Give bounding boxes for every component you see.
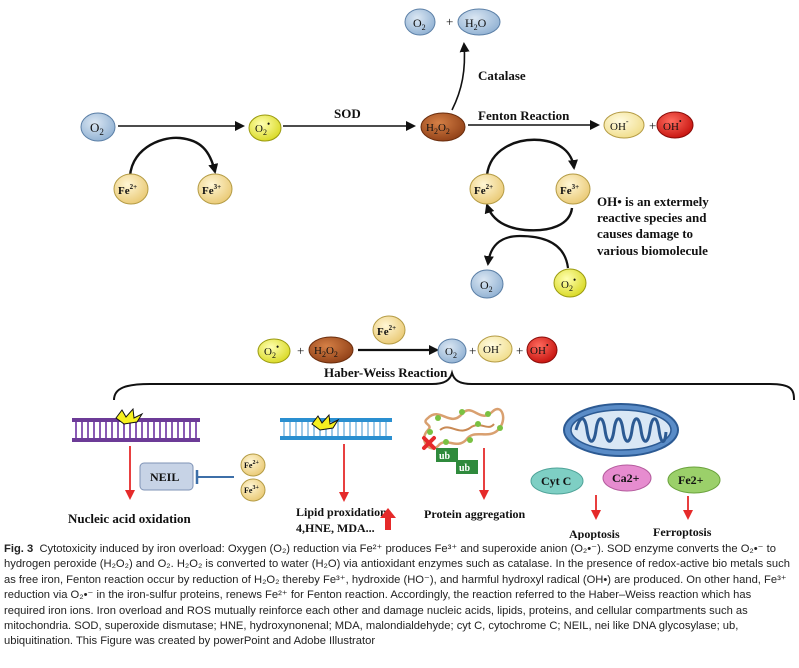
svg-text:Fe3+: Fe3+ [560,183,579,197]
svg-text:O2•: O2• [561,275,576,293]
plus-sign: + [469,343,476,358]
neil-fe3: Fe3+ [240,478,266,502]
superoxide-node-bottom: O2• [553,268,587,298]
haber-superoxide: O2• [257,338,291,364]
svg-text:Fe2+: Fe2+ [474,183,493,197]
svg-text:O2•: O2• [255,119,270,137]
svg-text:Ca2+: Ca2+ [612,471,640,485]
svg-text:OH-: OH- [483,340,502,356]
svg-text:Cyt C: Cyt C [541,474,571,488]
haber-h2o2: H2O2 [308,336,354,364]
superoxide-cycle-arrow [483,234,570,269]
h2o-node: H2O [457,8,501,36]
plus-sign: + [516,343,523,358]
svg-text:H2O2: H2O2 [314,345,338,359]
protein-label: Protein aggregation [424,507,526,521]
nucleic-acid-label: Nucleic acid oxidation [68,511,192,526]
svg-text:Fe2+: Fe2+ [244,460,259,470]
fe2plus-badge: Fe2+ [667,466,721,494]
svg-text:ub: ub [459,463,471,474]
fe-cycle-left-arrow [128,136,219,183]
fe2-node-right: Fe2+ [469,173,505,205]
svg-text:H2O2: H2O2 [426,122,450,136]
sod-label: SOD [334,106,361,121]
plus-sign: + [446,14,453,29]
oh-note: OH• is an extermely reactive species and… [597,194,709,258]
svg-text:O2•: O2• [264,342,279,360]
svg-text:H2O: H2O [465,16,487,32]
figure-caption: Fig. 3 Cytotoxicity induced by iron over… [4,542,794,650]
svg-text:O2: O2 [90,120,104,137]
figure-label: Fig. 3 [4,543,34,555]
svg-text:various biomolecule: various biomolecule [597,243,708,258]
o2-node-bottom: O2 [470,269,504,299]
bracket [113,369,795,401]
lipid-label-line2: 4,HNE, MDA... [296,521,375,535]
plus-sign: + [297,343,304,358]
svg-text:OH•: OH• [663,117,682,133]
svg-text:causes damage to: causes damage to [597,226,693,241]
svg-text:ub: ub [439,451,451,462]
superoxide-node: O2• [248,114,282,142]
oh-radical-node: OH• [656,111,694,139]
h2o2-node: H2O2 [420,112,466,142]
lipid-membrane [280,413,392,440]
fe-cycle-right-bottom-arrow [484,203,574,232]
svg-text:Fe3+: Fe3+ [244,485,259,495]
svg-text:OH•: OH• [530,341,549,357]
svg-text:Fe2+: Fe2+ [118,183,137,197]
fe3-node-left: Fe3+ [197,173,233,205]
haber-oh-minus: OH- [477,335,513,363]
svg-text:Fe2+: Fe2+ [377,324,396,338]
svg-text:OH-: OH- [610,117,629,133]
apoptosis-label: Apoptosis [569,527,620,540]
ca2-badge: Ca2+ [602,464,652,492]
fe3-node-right: Fe3+ [555,173,591,205]
diagram-canvas: O2 O2• SOD H2O2 Catalase O2 + H2O Fenton… [68,8,795,540]
increase-arrow-icon [380,508,396,530]
catalase-o2-node: O2 [404,8,436,36]
ubiquitin-icon: ub ub [422,436,478,474]
svg-text:OH• is an extermely: OH• is an extermely [597,194,709,209]
fe2-node-left: Fe2+ [113,173,149,205]
cytc-badge: Cyt C [530,467,584,495]
fenton-label: Fenton Reaction [478,108,570,123]
svg-text:O2: O2 [445,346,457,360]
svg-text:Fe2+: Fe2+ [678,473,704,487]
plus-sign: + [649,118,656,133]
svg-text:O2: O2 [480,278,493,294]
haber-o2: O2 [437,338,467,364]
oh-minus-node: OH- [603,111,645,139]
ferroptosis-label: Ferroptosis [653,525,712,539]
svg-text:NEIL: NEIL [150,470,179,484]
protein-aggregate-icon [422,407,505,450]
o2-node: O2 [80,112,116,142]
lipid-label-line1: Lipid proxidation [296,505,387,519]
neil-fe2: Fe2+ [240,453,266,477]
catalase-arrow [451,42,470,111]
fe-cycle-right-top-arrow [485,138,578,176]
mitochondrion-icon [563,403,679,457]
haber-fe2: Fe2+ [372,315,406,345]
neil-box: NEIL [139,462,194,491]
haber-weiss-title: Haber-Weiss Reaction [324,365,448,380]
dna-strand [72,407,200,442]
caption-text: Cytotoxicity induced by iron overload: O… [4,543,790,648]
svg-text:Fe3+: Fe3+ [202,183,221,197]
haber-oh-radical: OH• [526,336,558,364]
catalase-label: Catalase [478,68,526,83]
svg-text:reactive species and: reactive species and [597,210,707,225]
svg-text:O2: O2 [413,16,426,32]
